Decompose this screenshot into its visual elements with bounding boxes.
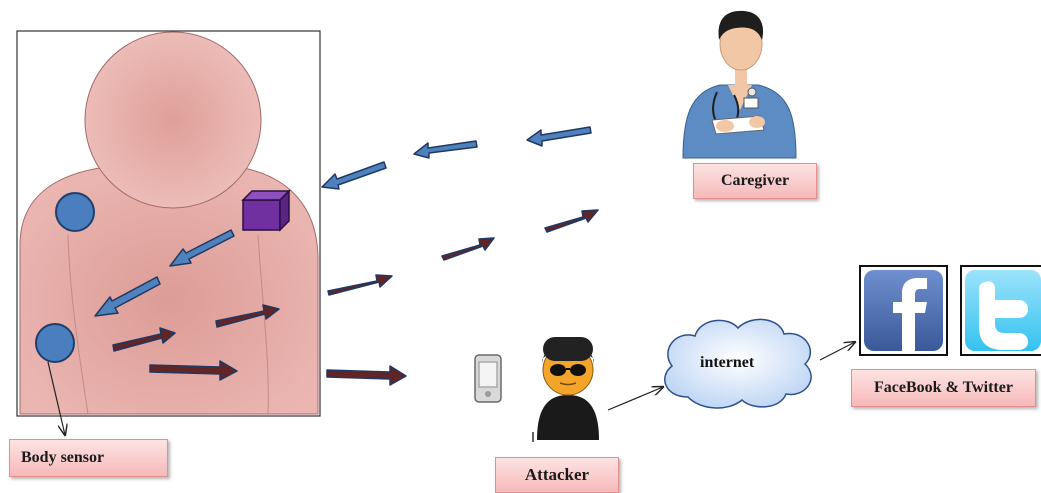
dark-arrow-3	[215, 304, 280, 328]
hub-cube	[241, 189, 291, 232]
dark-arrow-2	[149, 360, 238, 381]
attacker-label: Attacker	[495, 457, 619, 493]
body-sensor-pointer	[47, 361, 65, 435]
dark-arrow-4	[327, 274, 393, 296]
dark-arrow-1	[112, 327, 176, 352]
twitter-logo-icon	[960, 265, 1041, 356]
facebook-logo-icon	[859, 265, 948, 356]
dark-arrow-6	[544, 209, 599, 233]
internet-cloud	[664, 318, 812, 409]
dark-arrow-7	[326, 365, 407, 386]
caregiver-label: Caregiver	[693, 163, 817, 199]
blue-arrow-1	[526, 126, 592, 147]
blue-arrow-2	[413, 140, 478, 159]
internet-label: internet	[700, 354, 755, 371]
smartphone-icon	[474, 354, 502, 403]
body-sensor-label: Body sensor	[9, 439, 168, 477]
attacker-to-internet-arrow	[607, 387, 663, 411]
blue-arrow-4	[169, 229, 235, 267]
sensor-hip	[35, 323, 75, 363]
sensor-shoulder	[55, 192, 95, 232]
dark-arrows	[112, 209, 599, 386]
blue-arrow-3	[321, 161, 387, 190]
internet-to-social-arrow	[819, 342, 855, 361]
social-label: FaceBook & Twitter	[851, 369, 1036, 407]
caregiver-icon	[682, 10, 797, 159]
dark-arrow-5	[441, 237, 495, 261]
attacker-icon	[532, 337, 599, 442]
blue-arrow-5	[94, 276, 161, 317]
blue-arrows	[94, 126, 592, 317]
